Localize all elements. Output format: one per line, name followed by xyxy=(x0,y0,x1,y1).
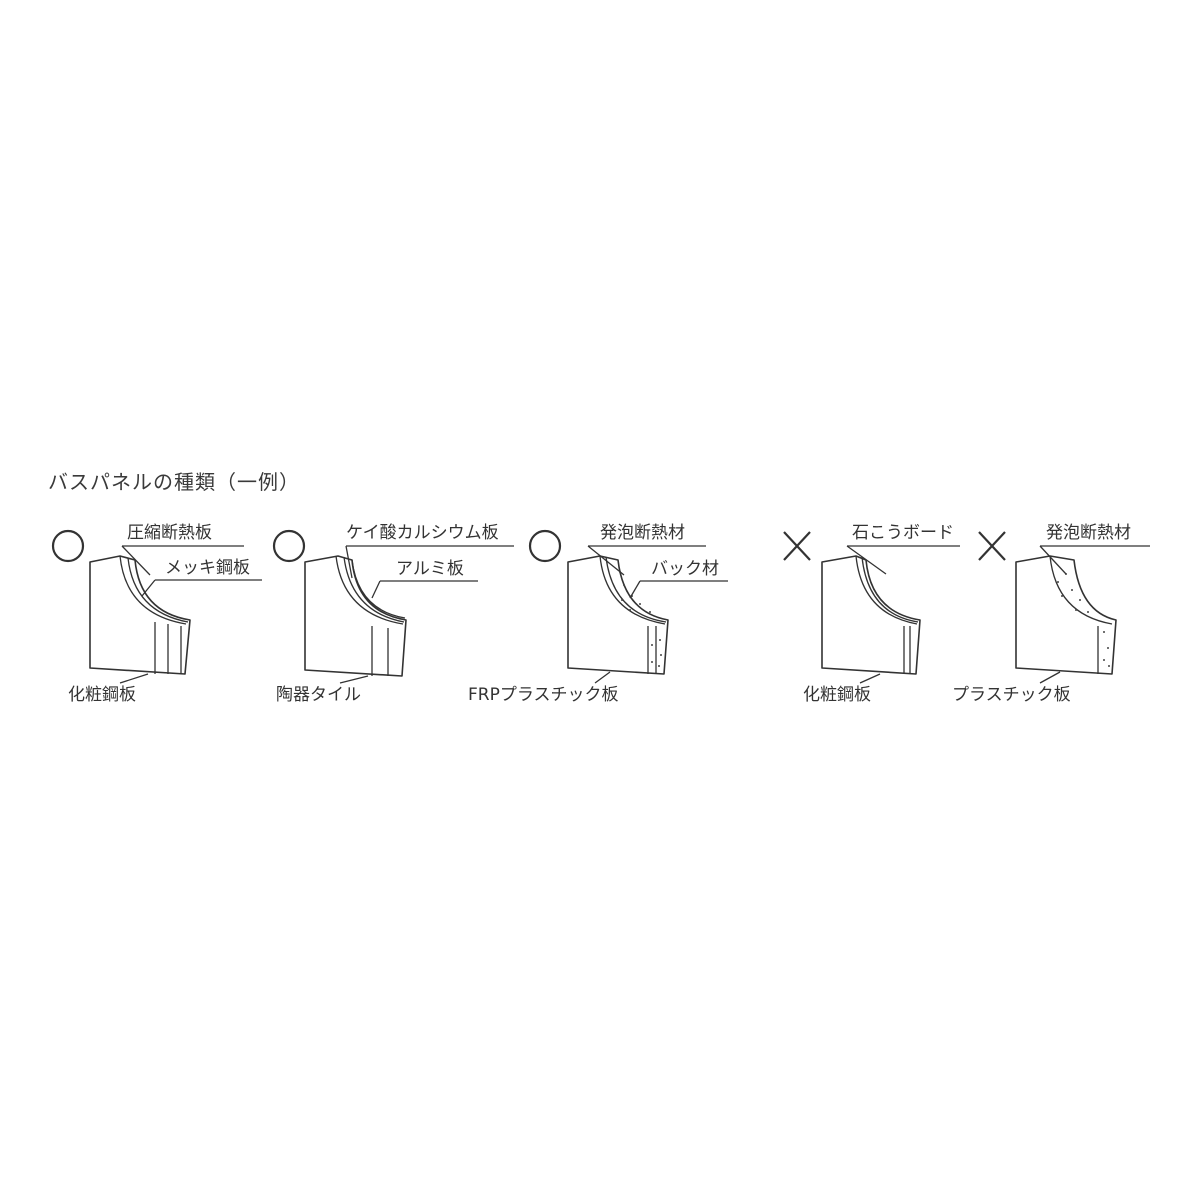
cross-icon xyxy=(783,531,811,561)
panel-2-label-top: ケイ酸カルシウム板 xyxy=(346,523,499,543)
panel-5-label-bottom: プラスチック板 xyxy=(952,685,1071,705)
panel-2-label-bottom: 陶器タイル xyxy=(276,685,361,705)
panel-4: 石こうボード 化粧鋼板 xyxy=(783,523,960,705)
panel-4-label-top: 石こうボード xyxy=(852,523,954,543)
panel-4-label-bottom: 化粧鋼板 xyxy=(803,685,871,705)
circle-icon xyxy=(51,529,85,563)
panel-3-label-bottom: FRPプラスチック板 xyxy=(468,685,619,705)
circle-icon xyxy=(528,529,562,563)
diagram-title: バスパネルの種類（一例） xyxy=(48,470,300,494)
panel-2-label-side: アルミ板 xyxy=(396,559,464,579)
foam-stipple xyxy=(1057,573,1110,667)
panel-3: 発泡断熱材 バック材 FRPプラスチック板 xyxy=(468,523,728,705)
panel-5: 発泡断熱材 プラスチック板 xyxy=(952,523,1150,705)
circle-icon xyxy=(272,529,306,563)
foam-stipple xyxy=(619,571,662,667)
panel-1-label-side: メッキ鋼板 xyxy=(165,558,250,578)
panel-1-label-bottom: 化粧鋼板 xyxy=(68,685,136,705)
panel-3-label-side: バック材 xyxy=(651,559,719,579)
panel-2: ケイ酸カルシウム板 アルミ板 陶器タイル xyxy=(272,523,514,705)
panel-1-label-top: 圧縮断熱板 xyxy=(127,523,212,543)
cross-icon xyxy=(978,531,1006,561)
panel-3-label-top: 発泡断熱材 xyxy=(600,523,685,543)
panel-5-label-top: 発泡断熱材 xyxy=(1046,523,1131,543)
panel-1: 圧縮断熱板 メッキ鋼板 化粧鋼板 xyxy=(51,523,262,705)
